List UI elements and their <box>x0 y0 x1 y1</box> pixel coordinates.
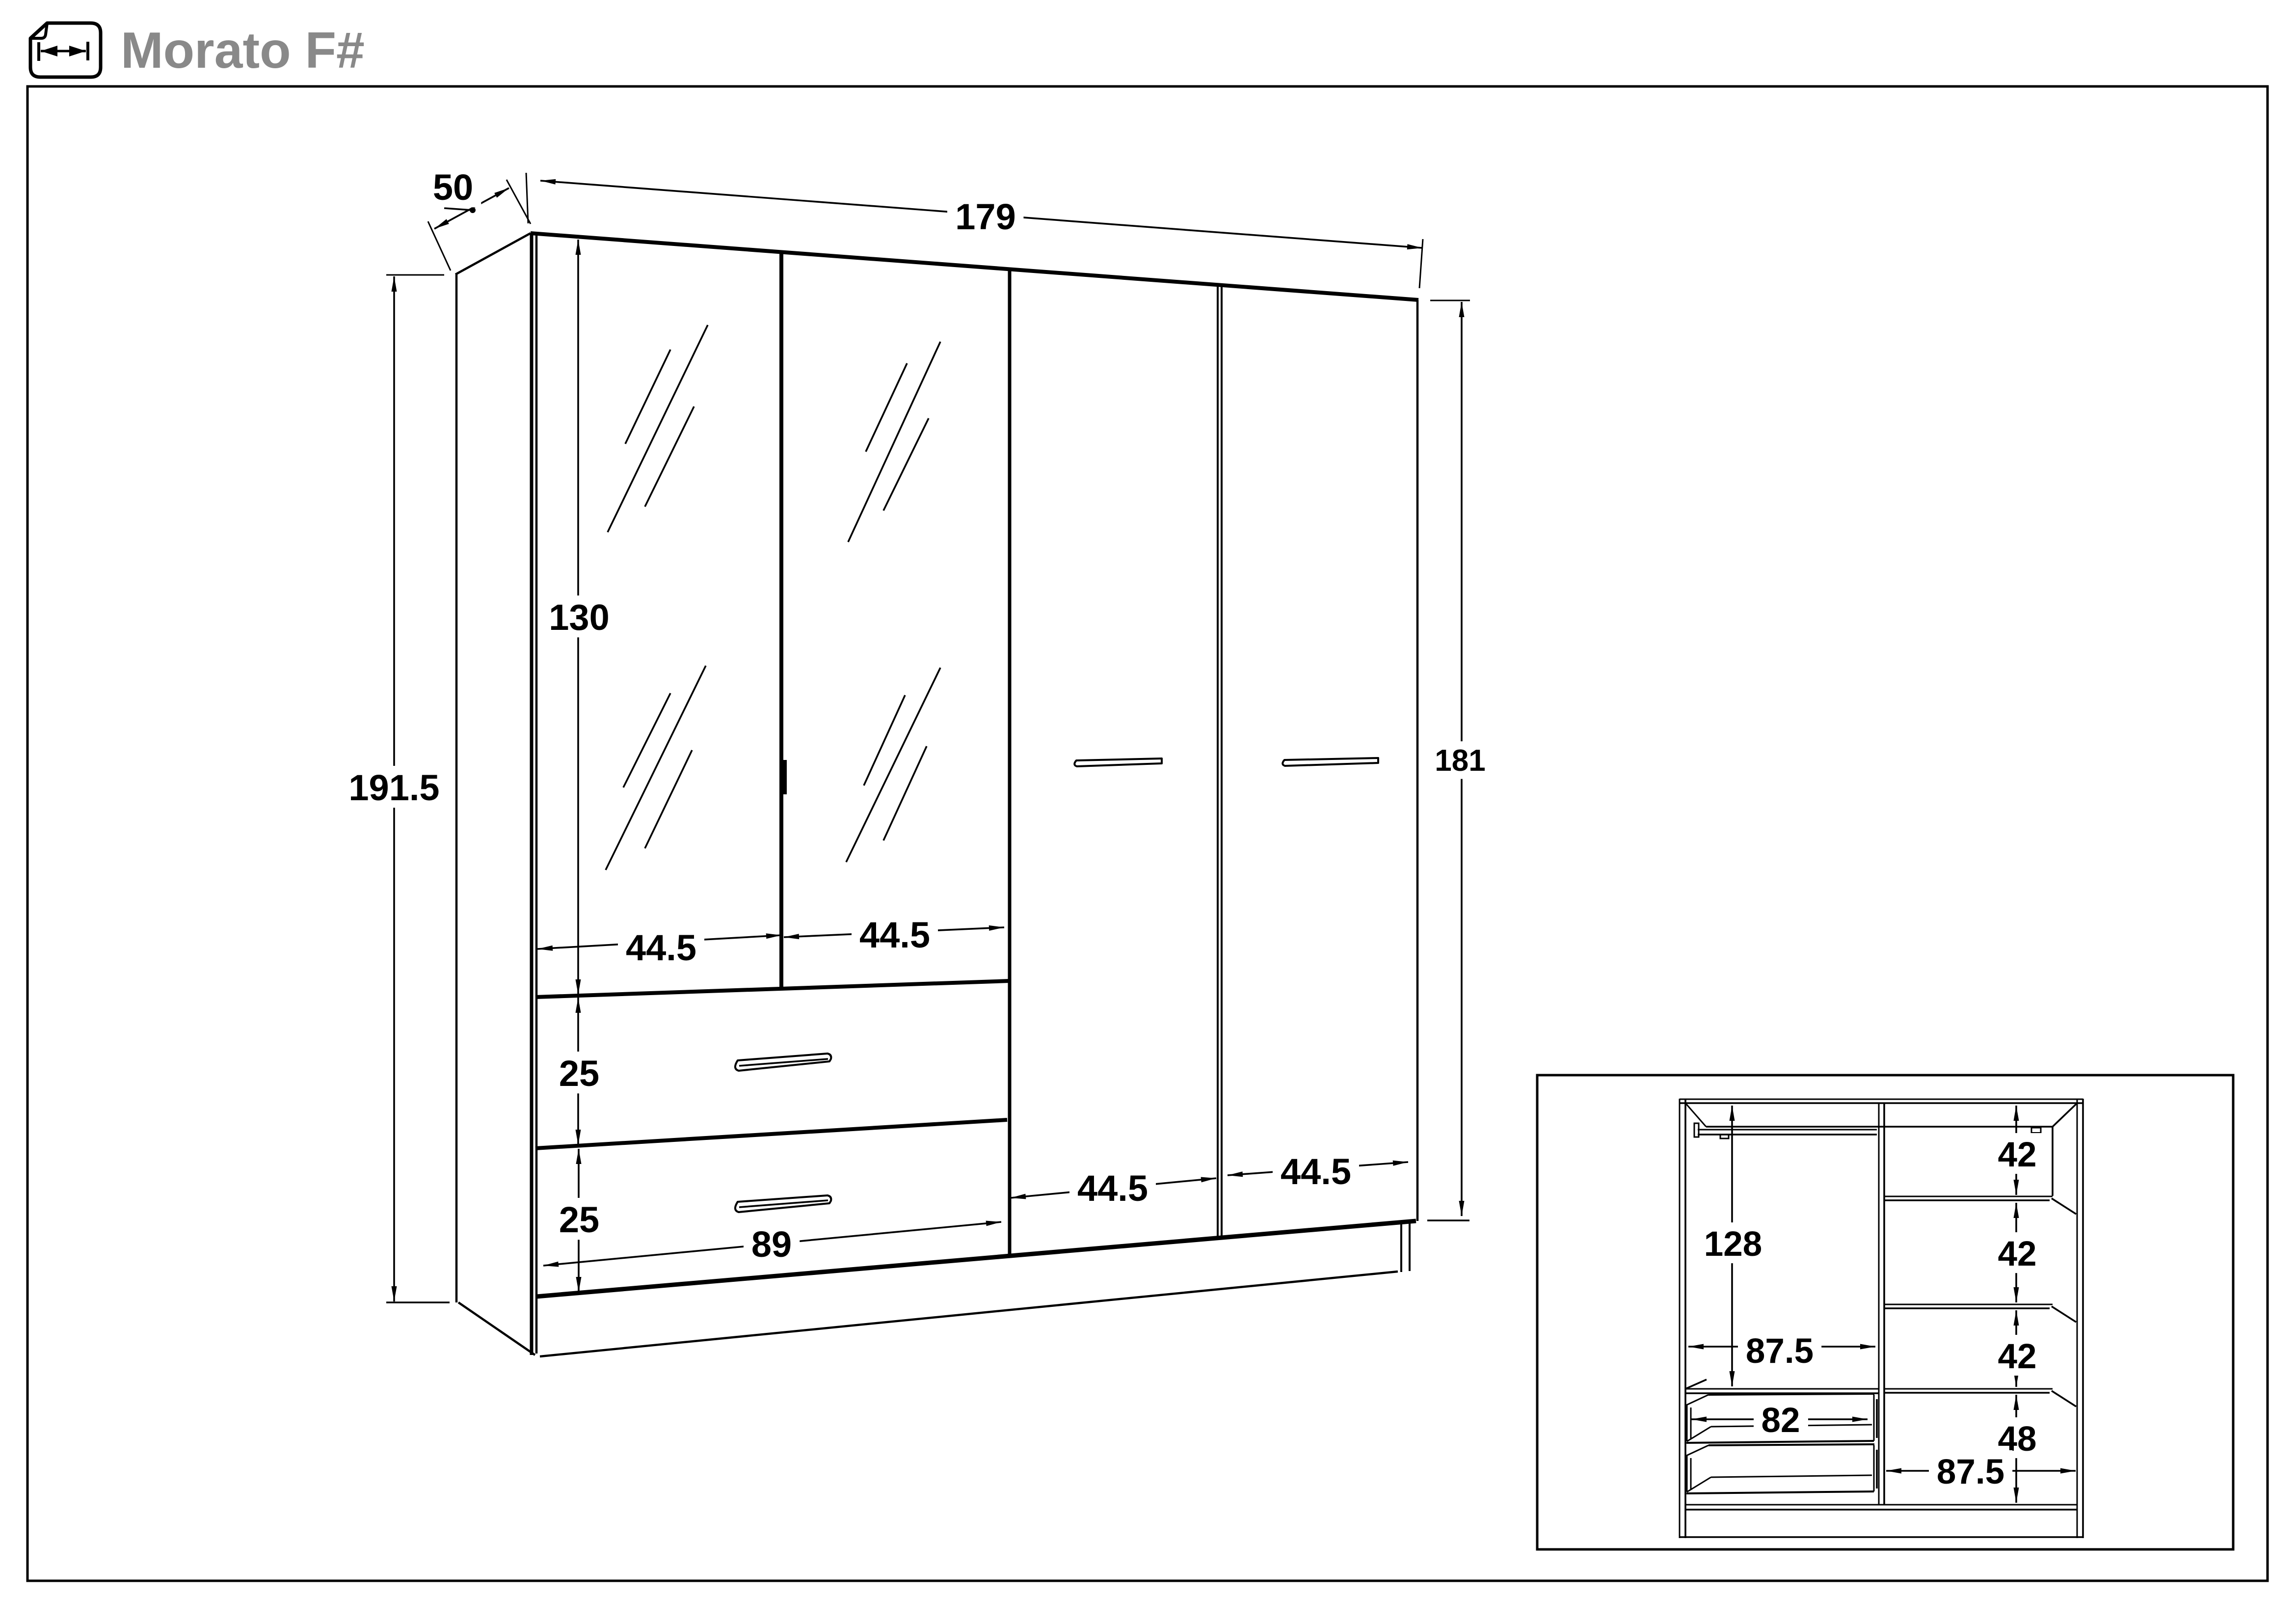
svg-text:44.5: 44.5 <box>1281 1151 1351 1192</box>
svg-text:87.5: 87.5 <box>1937 1453 2004 1491</box>
svg-text:44.5: 44.5 <box>1077 1168 1148 1209</box>
svg-text:25: 25 <box>559 1199 599 1240</box>
svg-text:50: 50 <box>433 167 473 208</box>
svg-text:82: 82 <box>1762 1401 1800 1440</box>
svg-text:130: 130 <box>549 597 609 638</box>
svg-text:179: 179 <box>955 196 1015 237</box>
svg-text:Morato F#: Morato F# <box>121 22 365 79</box>
svg-text:44.5: 44.5 <box>626 927 696 968</box>
svg-text:42: 42 <box>1998 1337 2037 1376</box>
svg-text:89: 89 <box>751 1224 792 1265</box>
svg-text:87.5: 87.5 <box>1746 1332 1814 1371</box>
svg-text:128: 128 <box>1704 1225 1762 1264</box>
svg-text:42: 42 <box>1998 1136 2037 1174</box>
svg-text:44.5: 44.5 <box>859 915 930 955</box>
svg-text:42: 42 <box>1998 1235 2037 1273</box>
svg-text:25: 25 <box>559 1053 599 1094</box>
svg-text:191.5: 191.5 <box>348 767 439 808</box>
svg-text:181: 181 <box>1435 744 1485 778</box>
